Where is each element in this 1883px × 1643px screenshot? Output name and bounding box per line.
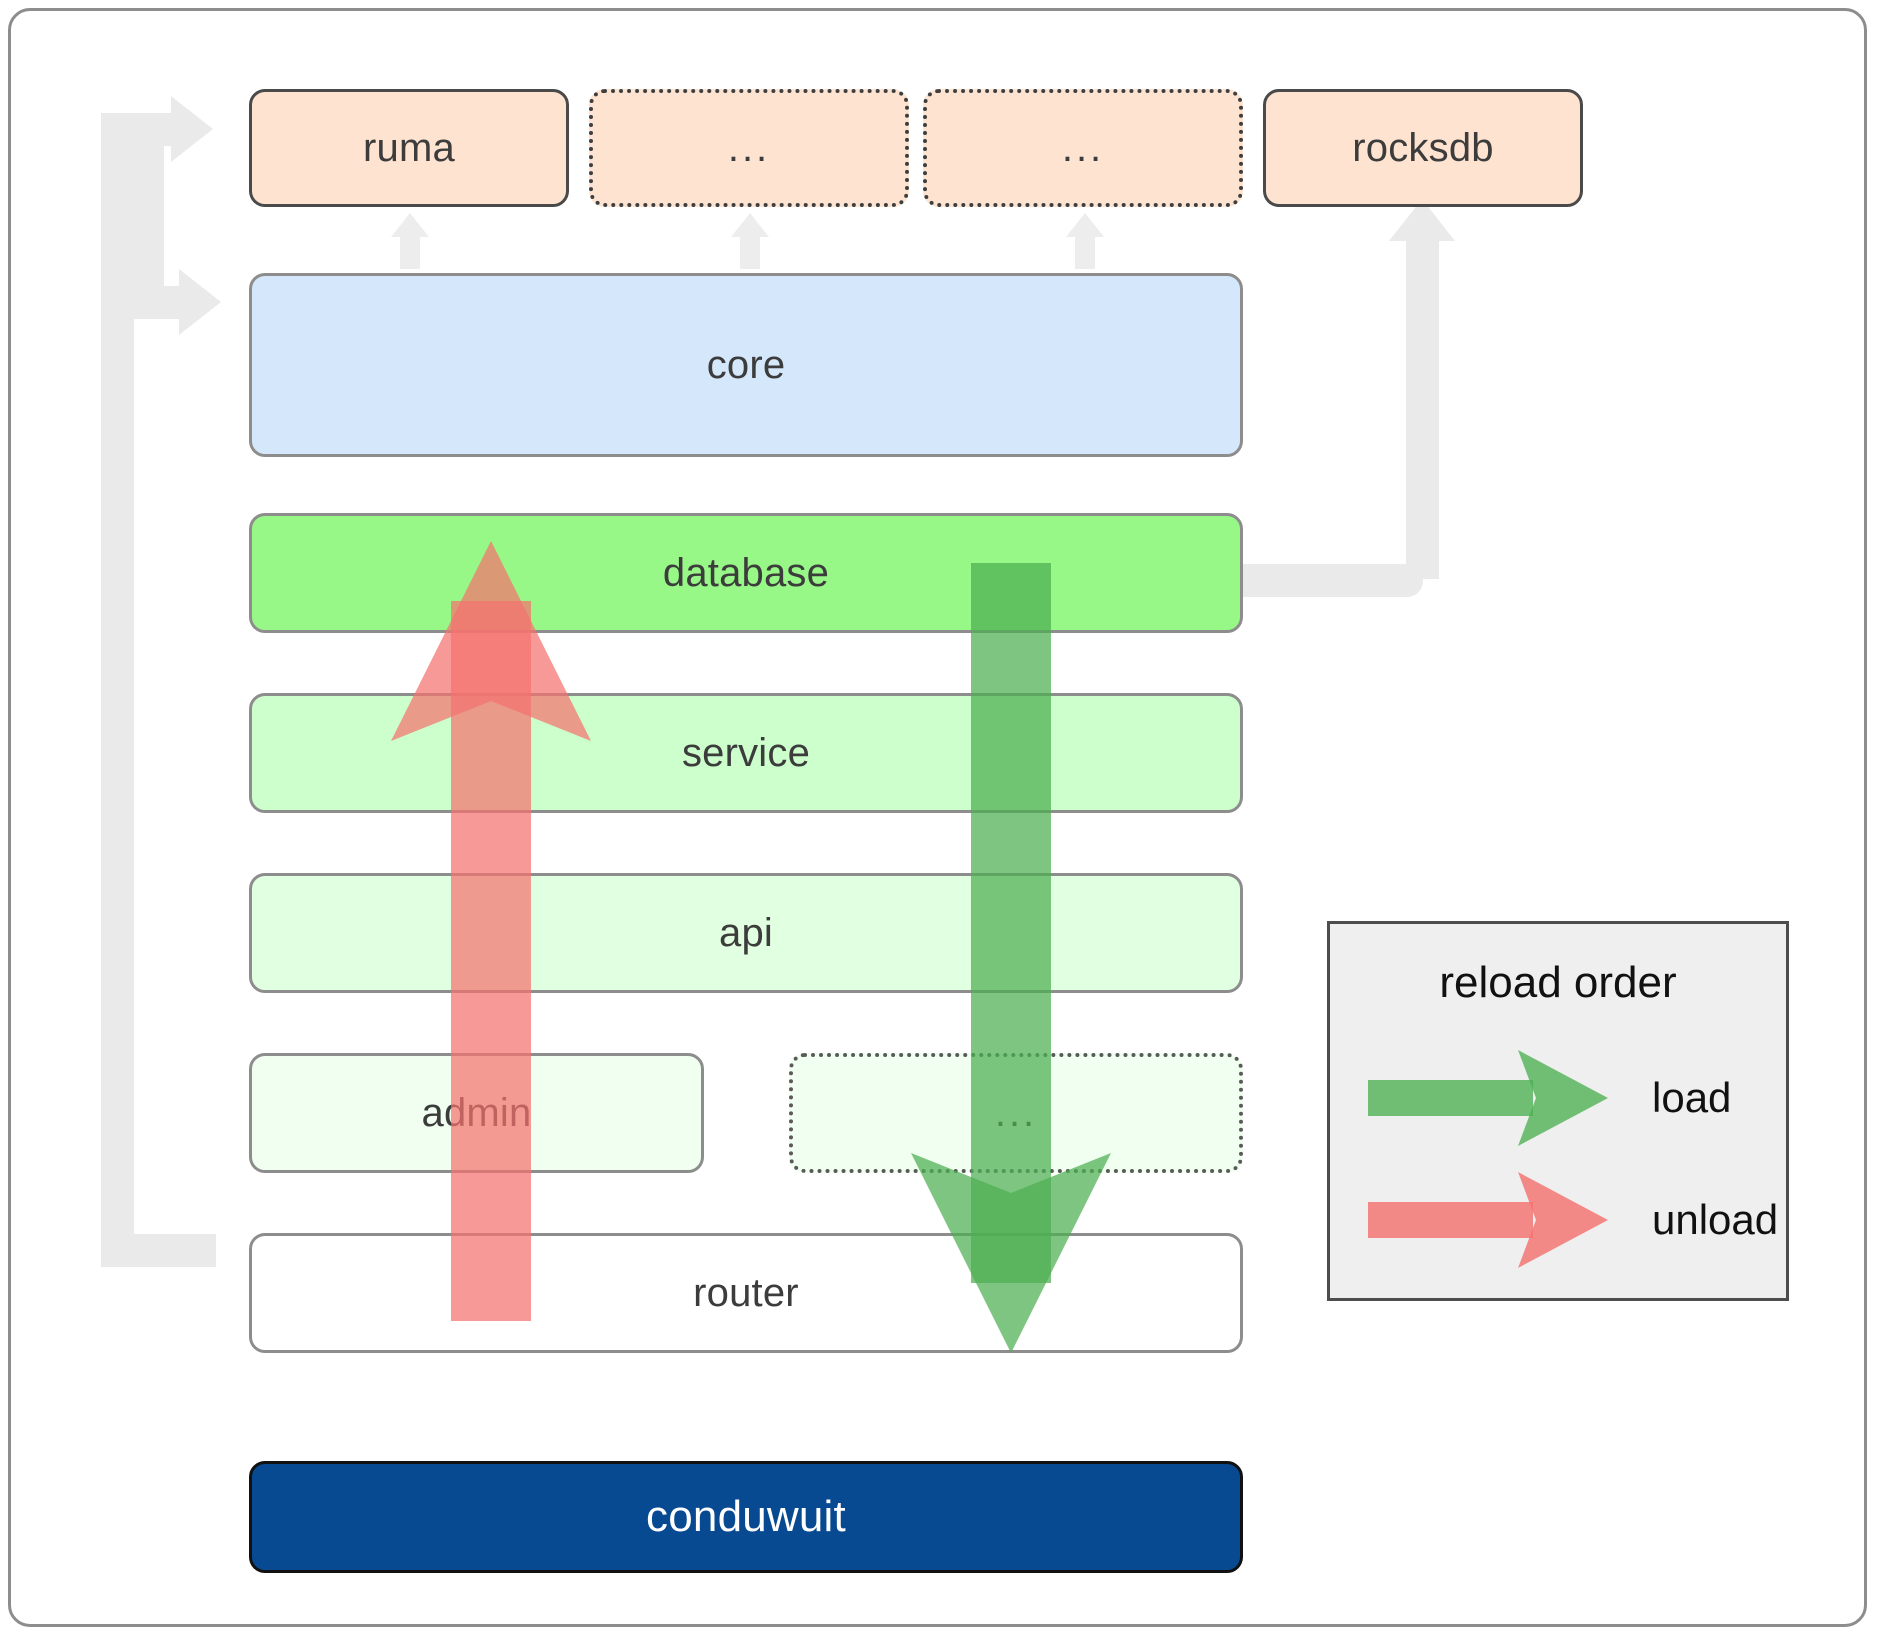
app-node-conduwuit[interactable]: conduwuit — [249, 1461, 1243, 1573]
dependency-node-ellipsis-2[interactable]: ... — [923, 89, 1243, 207]
core-to-dep3-arrow — [1066, 213, 1104, 271]
core-label: core — [706, 343, 786, 387]
connector-arrow-core — [179, 269, 221, 335]
arrow-stem — [1075, 233, 1095, 269]
dependency-label: ruma — [363, 126, 455, 170]
dependency-node-ellipsis-1[interactable]: ... — [589, 89, 909, 207]
legend-unload-label: unload — [1652, 1196, 1779, 1243]
layer-node-admin[interactable]: admin — [249, 1053, 704, 1173]
layer-label: ... — [994, 1091, 1038, 1135]
legend-row-load: load — [1368, 1050, 1788, 1146]
connector-database-to-rocksdb-vertical — [1406, 239, 1439, 579]
dependency-label: rocksdb — [1352, 126, 1494, 170]
dependency-node-rocksdb[interactable]: rocksdb — [1263, 89, 1583, 207]
arrow-stem — [400, 233, 420, 269]
core-node[interactable]: core — [249, 273, 1243, 457]
layer-node-database[interactable]: database — [249, 513, 1243, 633]
legend-unload-arrow-icon — [1368, 1172, 1608, 1268]
layer-node-api[interactable]: api — [249, 873, 1243, 993]
legend-load-label: load — [1652, 1074, 1732, 1121]
layer-label: database — [662, 551, 830, 595]
connector-trunk-to-app — [101, 1234, 216, 1267]
connector-trunk-vertical-2 — [131, 137, 164, 297]
dependency-node-ruma[interactable]: ruma — [249, 89, 569, 207]
arrow-stem — [740, 233, 760, 269]
connector-trunk-vertical — [101, 129, 134, 1267]
app-label: conduwuit — [646, 1492, 846, 1541]
legend-load-arrow-icon — [1368, 1050, 1608, 1146]
layer-node-service[interactable]: service — [249, 693, 1243, 813]
connector-arrow-ruma — [171, 96, 213, 162]
dependency-label: ... — [727, 126, 771, 170]
layer-node-router[interactable]: router — [249, 1233, 1243, 1353]
core-to-dep2-arrow — [731, 213, 769, 271]
layer-label: admin — [421, 1091, 532, 1135]
legend-panel: reload order load unload — [1327, 921, 1789, 1301]
core-to-ruma-arrow — [391, 213, 429, 271]
legend-row-unload: unload — [1368, 1172, 1788, 1268]
layer-label: api — [719, 911, 773, 955]
layer-label: service — [681, 731, 811, 775]
dependency-label: ... — [1061, 126, 1105, 170]
layer-node-ellipsis[interactable]: ... — [789, 1053, 1243, 1173]
legend-title: reload order — [1439, 958, 1677, 1007]
connector-branch-core — [131, 286, 187, 319]
layer-label: router — [693, 1271, 799, 1315]
diagram-frame: ruma ... ... rocksdb core database servi… — [8, 8, 1867, 1627]
